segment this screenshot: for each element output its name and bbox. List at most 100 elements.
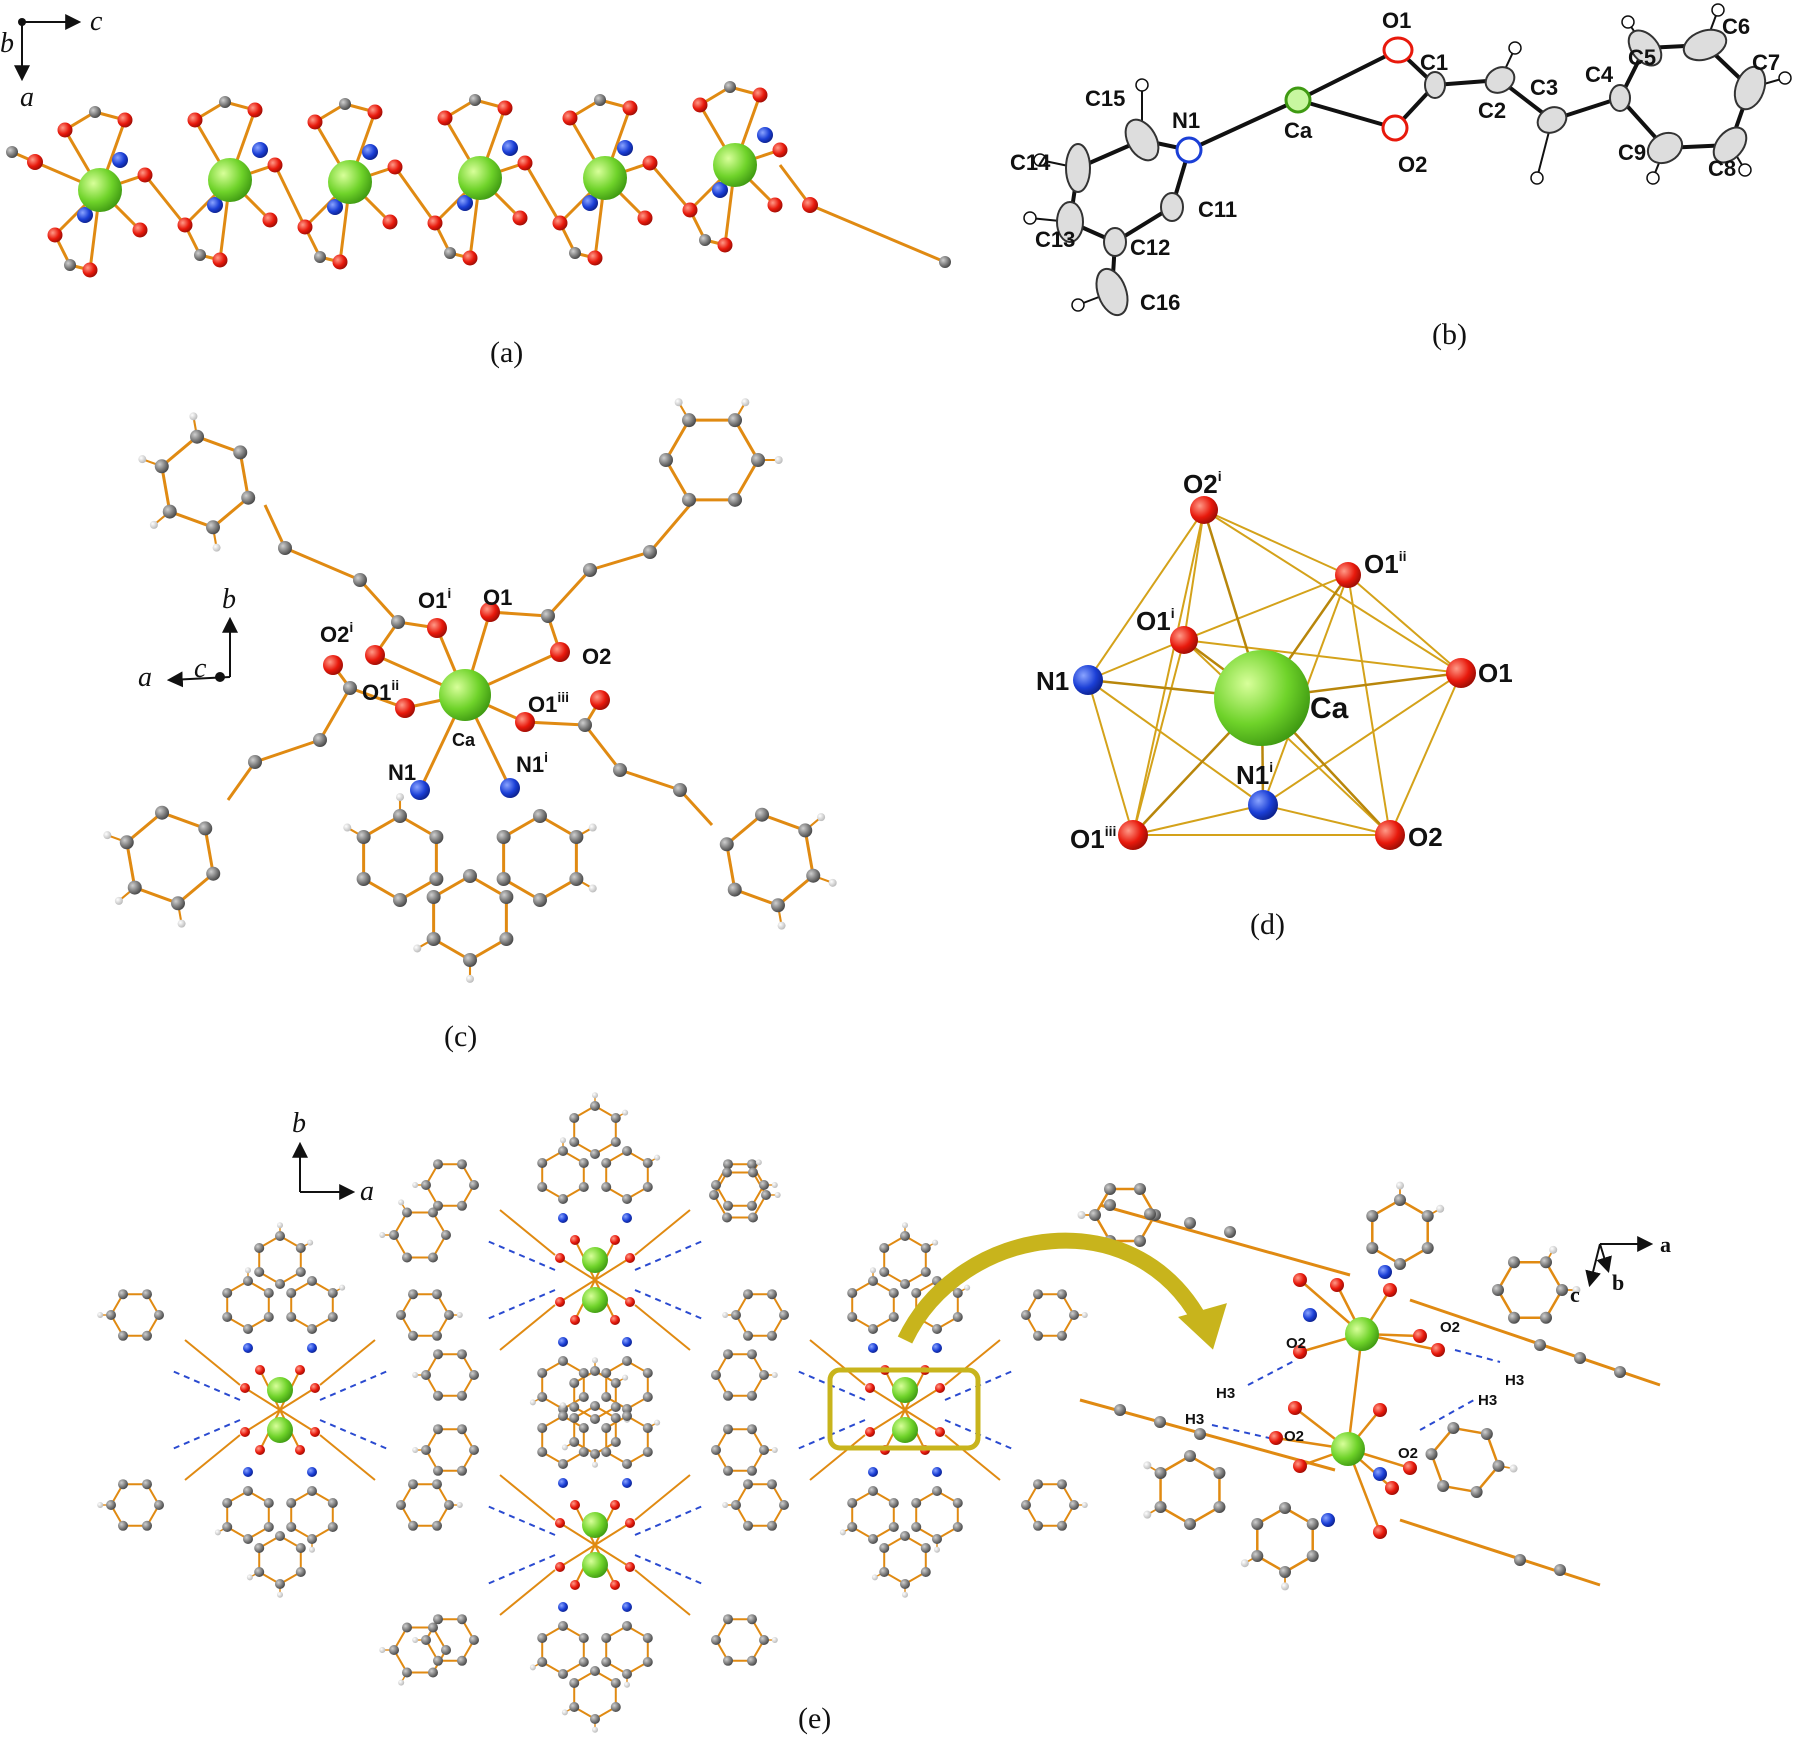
c-atom [911, 1522, 922, 1532]
h-atom [1281, 1582, 1289, 1591]
c-atom [728, 413, 742, 428]
c-atom [1534, 1339, 1546, 1351]
c-atom [339, 98, 351, 110]
c-atom [243, 1534, 253, 1544]
c-atom [426, 890, 441, 904]
bond [212, 496, 250, 529]
o-atom [137, 167, 153, 183]
bond [546, 568, 592, 618]
h-atom [307, 1239, 314, 1246]
h-atom [588, 884, 597, 893]
bond [583, 724, 622, 771]
n-atom [1378, 1265, 1392, 1279]
panel-e-label-h3-d: H3 [1478, 1392, 1497, 1409]
c-atom [610, 1137, 621, 1147]
bond [761, 813, 806, 832]
c-atom [601, 1423, 612, 1433]
ca-atom [267, 1377, 293, 1403]
c-atom [731, 1500, 741, 1510]
c-atom [119, 835, 134, 850]
c-atom [569, 1378, 580, 1388]
o-atom [1373, 1525, 1387, 1539]
o-atom [802, 197, 818, 213]
c-atom [537, 1423, 548, 1433]
c-atom [642, 1633, 653, 1643]
c-atom [952, 1312, 963, 1322]
svg-text:O1iii: O1iii [528, 689, 569, 717]
panel-d-atom-O2 [1375, 820, 1405, 850]
bond [664, 419, 691, 461]
o-atom [177, 217, 193, 233]
o-atom [622, 100, 638, 116]
panel-c-label-N1i: N1 [516, 752, 544, 777]
c-atom [1069, 1500, 1079, 1510]
c-atom [142, 1330, 152, 1341]
c-atom [275, 1279, 285, 1289]
c-atom [610, 1113, 621, 1123]
c-atom [393, 809, 407, 823]
c-atom [723, 1655, 733, 1666]
c-atom [1134, 1234, 1146, 1247]
c-atom [118, 1330, 128, 1341]
panel-c-label-N1i-sup: i [544, 749, 548, 765]
c-atom [307, 1486, 317, 1496]
n-atom [622, 1213, 632, 1223]
h-atom [177, 919, 186, 928]
c-atom [541, 609, 555, 623]
c-atom [590, 1401, 600, 1411]
o-atom [587, 250, 603, 266]
o-atom [1403, 1461, 1417, 1475]
c-atom [590, 1366, 600, 1376]
panel-c-axis-a: a [138, 662, 152, 693]
c-atom [433, 1465, 443, 1476]
panel-e-axis-right-c: c [1570, 1282, 1580, 1307]
panel-c-label-O1i: O1 [418, 588, 447, 613]
h-atom [456, 1312, 463, 1318]
c-atom [601, 1633, 612, 1643]
ca-atom [582, 1552, 608, 1578]
ca-atom [458, 156, 502, 200]
n-atom [622, 1478, 632, 1488]
bond [499, 1304, 556, 1351]
c-atom [610, 1378, 621, 1388]
c-atom [747, 1200, 757, 1211]
panel-c-axis-c: c [194, 653, 207, 684]
c-atom [353, 573, 367, 587]
panel-b-label-C3: C3 [1530, 75, 1558, 100]
o-atom [515, 712, 535, 732]
bond [125, 811, 163, 844]
c-atom [457, 1424, 467, 1435]
c-atom [408, 1289, 418, 1300]
panel-d: O2i O1ii O1i N1 Ca O1 N1i O1iii O2 (d) [1036, 468, 1513, 941]
c-atom [263, 1498, 274, 1508]
panel-d-polyhedron [1087, 509, 1462, 836]
n-atom [243, 1343, 253, 1353]
c-atom [243, 1324, 253, 1334]
c-atom [295, 1543, 306, 1553]
c-atom [1069, 1310, 1079, 1320]
o-atom [1293, 1273, 1307, 1287]
c-atom [879, 1267, 890, 1277]
h-atom [1143, 1510, 1152, 1519]
c-atom [313, 733, 327, 747]
c-atom [642, 1447, 653, 1457]
o-atom [610, 1315, 620, 1325]
bond [944, 1434, 1001, 1481]
bond [869, 1387, 906, 1411]
c-atom [722, 1212, 732, 1223]
c-atom [263, 1288, 274, 1298]
c-atom [767, 1479, 777, 1490]
n-atom [582, 195, 598, 211]
c-atom [711, 1370, 721, 1380]
panel-d-label-N1i: N1 [1236, 760, 1269, 790]
c-atom [578, 1392, 589, 1402]
h-atom [309, 1546, 315, 1553]
h-atom [277, 1591, 283, 1598]
o-atom [555, 1518, 565, 1528]
c-atom [469, 1370, 479, 1380]
h-atom [245, 1267, 251, 1274]
c-atom [1213, 1467, 1226, 1479]
o-atom [682, 202, 698, 218]
n-atom [362, 144, 378, 160]
h-atom [1549, 1245, 1558, 1254]
